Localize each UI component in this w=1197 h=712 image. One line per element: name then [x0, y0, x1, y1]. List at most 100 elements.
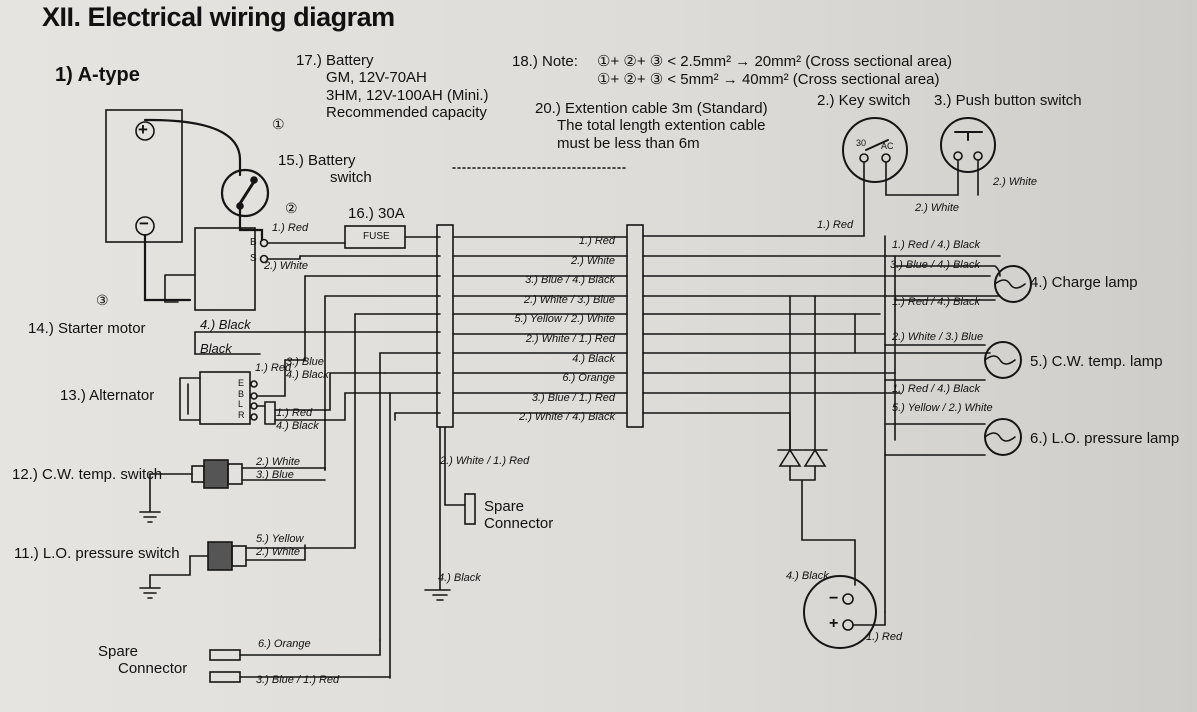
starter-motor-body: [194, 227, 256, 311]
wire-label: 2.) White: [915, 202, 960, 214]
fuse-box: FUSE: [363, 231, 390, 242]
center-wire-label: 2.) White / 1.) Red: [440, 455, 530, 467]
wire-label: 1.) Red: [866, 631, 903, 643]
cw-switch-body: [203, 459, 229, 489]
lo-switch-body: [207, 541, 233, 571]
extention-label: 20.) Extention cable 3m (Standard): [535, 100, 768, 117]
wire-label: 1.) Red / 4.) Black: [892, 296, 981, 308]
charge-lamp-label: 4.) Charge lamp: [1030, 274, 1138, 291]
starter-motor-label: 14.) Starter motor: [28, 320, 146, 337]
cw-temp-switch-label: 12.) C.W. temp. switch: [12, 466, 163, 483]
center-wire-label: 4.) Black: [438, 572, 481, 584]
extention-cable-note: 20.) Extention cable 3m (Standard) The t…: [535, 100, 768, 152]
terminal-block-right: [626, 224, 644, 428]
extention-line: must be less than 6m: [557, 134, 700, 152]
switch-to-starter-cable: [238, 208, 264, 242]
fuse-rating: 16.) 30A: [348, 205, 405, 222]
harness-label: 4.) Black: [572, 352, 615, 365]
wire-label: 4.) Black: [200, 317, 251, 332]
bottom-plug: [803, 575, 877, 649]
harness-label: 3.) Blue / 1.) Red: [531, 391, 615, 404]
lo-pressure-switch-label: 11.) L.O. pressure switch: [14, 545, 180, 562]
starter-term-b: [259, 238, 269, 248]
wire-label: 3.) Blue / 4.) Black: [890, 259, 980, 271]
alternator-label: 13.) Alternator: [60, 387, 155, 404]
spare-connector-center-label: Spare Connector: [484, 498, 554, 533]
cw-ground: [139, 473, 193, 523]
wire-label: 4.) Black: [786, 570, 829, 582]
note-line-1: ①+ ②+ ③ < 2.5mm² → 20mm² (Cross sectiona…: [597, 53, 953, 70]
battery-minus-symbol: −: [139, 214, 149, 233]
cw-temp-lamp-label: 5.) C.W. temp. lamp: [1030, 353, 1163, 370]
harness-label: 2.) White / 4.) Black: [519, 411, 615, 424]
wire-label: 3.) Blue / 1.) Red: [256, 674, 340, 686]
wire-label: 1.) Red: [817, 219, 854, 231]
harness-label: 1.) Red: [578, 235, 615, 247]
wire-label: 1.) Red / 4.) Black: [892, 383, 981, 395]
harness-label: 2.) White / 1.) Red: [525, 332, 615, 345]
battery-plus-terminal: [135, 121, 155, 141]
marker-1: ①: [272, 116, 285, 132]
harness-label: 5.) Yellow / 2.) White: [514, 313, 615, 326]
wire-label: 5.) Yellow / 2.) White: [892, 402, 993, 414]
alternator-body: [199, 371, 251, 425]
lo-ground: [139, 555, 209, 599]
wire-label: 2.) White: [993, 176, 1038, 188]
battery-negative-cable: [143, 233, 192, 302]
diode-1: [777, 448, 803, 467]
wire-label: 1.) Red / 4.) Black: [892, 239, 981, 251]
plug-minus: −: [829, 590, 839, 607]
harness-labels: 1.) Red 2.) White 3.) Blue / 4.) Black 2…: [514, 232, 615, 428]
wire-label: 2.) White: [264, 260, 309, 272]
battery-positive-cable: [143, 118, 242, 177]
harness-label: 3.) Blue / 4.) Black: [525, 274, 615, 287]
harness-label: 6.) Orange: [562, 372, 615, 385]
push-switch-body: [940, 117, 996, 173]
starter-bracket: [164, 274, 196, 303]
battery-label: 17.) Battery: [296, 52, 374, 69]
starter-terminal-b: B: [250, 237, 257, 248]
alternator-pulley: [179, 377, 201, 421]
key-switch-label: 2.) Key switch: [817, 92, 911, 109]
wire-label: 6.) Orange: [258, 638, 311, 650]
key-terminal-ac: AC: [881, 141, 894, 151]
wire-label: 1.) Red: [272, 222, 309, 234]
page-title: XII. Electrical wiring diagram: [42, 2, 395, 32]
wire-label: 1.) Red: [255, 362, 292, 374]
battery-line: 3HM, 12V-100AH (Mini.): [326, 86, 489, 104]
marker-2: ②: [285, 200, 298, 216]
harness-label: 2.) White: [570, 254, 615, 267]
battery-plus-symbol: +: [138, 120, 148, 139]
alternator-terminals: E B L R: [238, 378, 245, 420]
key-terminal-30: 30: [856, 138, 867, 148]
harness-label: 2.) White / 3.) Blue: [523, 293, 615, 306]
battery-switch-label: 15.) Battery switch: [278, 152, 372, 187]
spare-connector-left-label: Spare Connector: [98, 643, 188, 678]
battery-line: GM, 12V-70AH: [326, 69, 427, 87]
lo-pressure-lamp-label: 6.) L.O. pressure lamp: [1030, 430, 1180, 447]
note-label: 18.) Note:: [512, 53, 578, 70]
battery-spec: 17.) Battery GM, 12V-70AH 3HM, 12V-100AH…: [296, 52, 489, 121]
starter-terminal-s: S: [250, 253, 257, 264]
center-ground: [424, 426, 451, 601]
marker-3: ③: [96, 292, 109, 308]
wire-label: 2.) White 3.) Blue: [256, 456, 301, 481]
extention-line: The total length extention cable: [557, 117, 766, 135]
wire-label: Black: [200, 341, 232, 356]
battery-line: Recommended capacity: [326, 103, 487, 121]
push-button-switch-label: 3.) Push button switch: [934, 92, 1082, 109]
wire-white-s: [267, 255, 441, 260]
wire-label: 3.) Blue 4.) Black: [286, 356, 329, 381]
wire-label: 5.) Yellow 2.) White: [256, 533, 304, 558]
spare-center-plug: [464, 493, 476, 525]
note-line-2: ①+ ②+ ③ < 5mm² → 40mm² (Cross sectional …: [597, 71, 940, 88]
wire-label: 2.) White / 3.) Blue: [892, 331, 984, 343]
plug-plus: +: [829, 615, 839, 632]
diode-2: [802, 448, 828, 467]
wire-label: 1.) Red 4.) Black: [276, 407, 319, 432]
harness-lines: [452, 236, 628, 414]
key-switch-body: [842, 117, 908, 183]
battery-switch-dial: [220, 168, 270, 218]
